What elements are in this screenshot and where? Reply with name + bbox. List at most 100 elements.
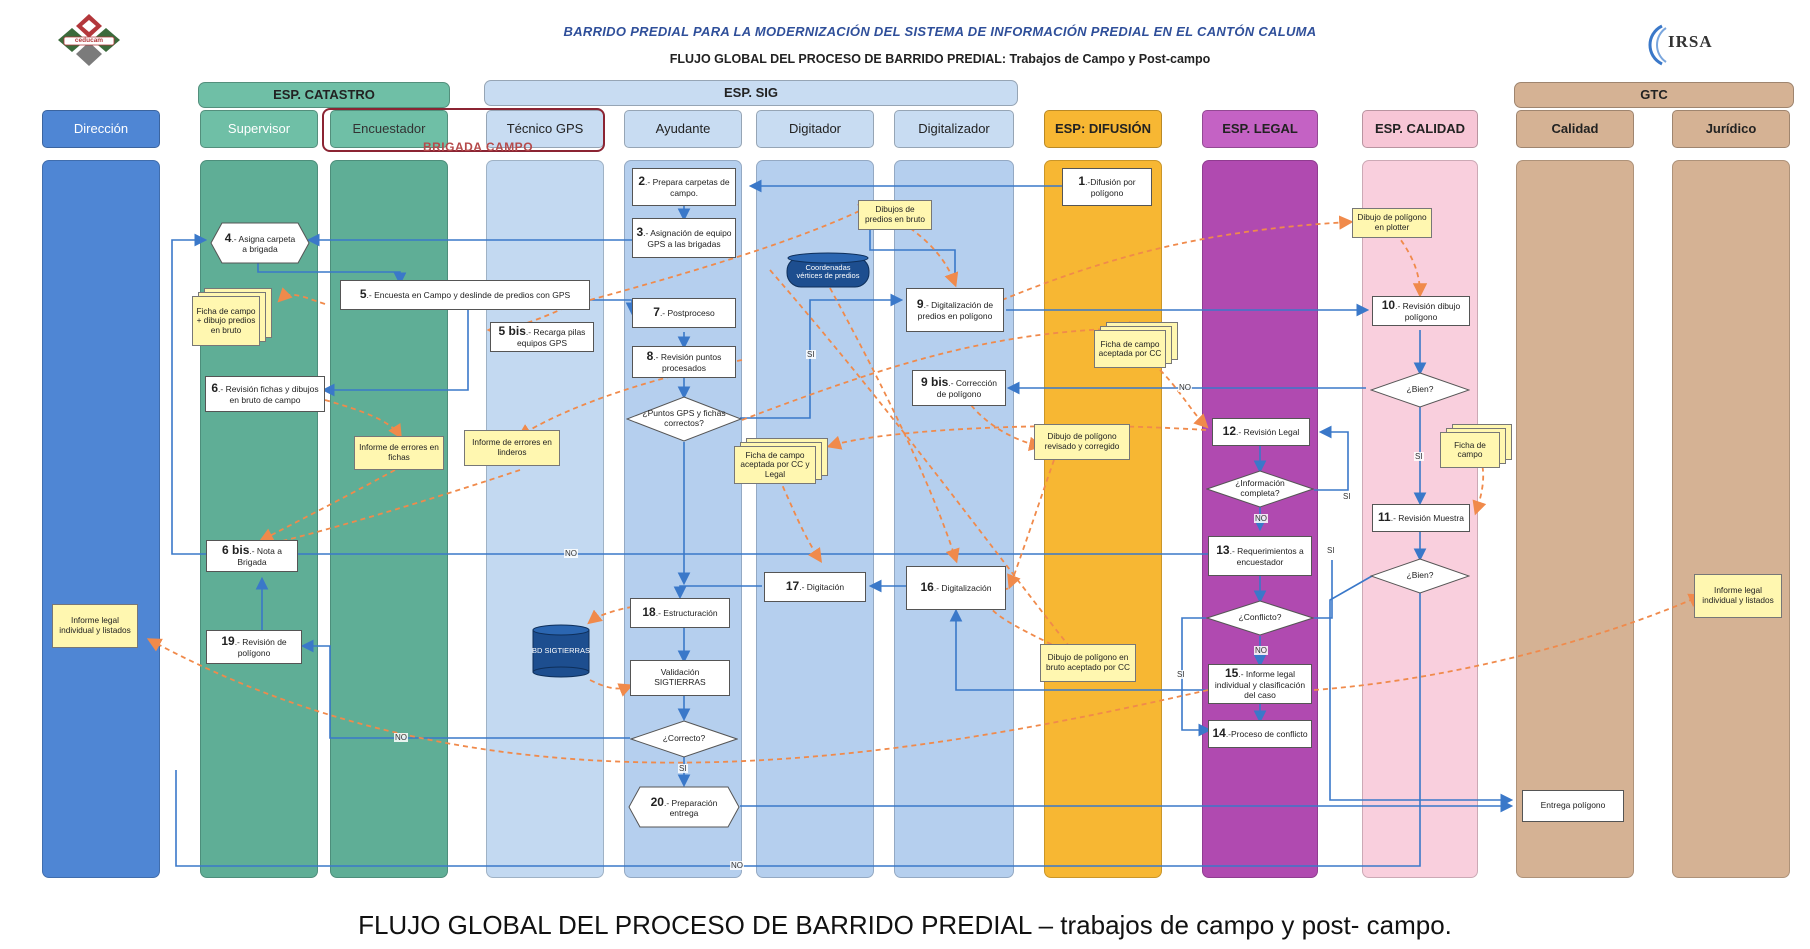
step-3-asignacion-gps: 3.- Asignación de equipo GPS a las briga… — [632, 218, 736, 258]
doc-informe-legal-der-text: Informe legal individual y listados — [1702, 585, 1774, 605]
lane-header-digitalizador: Digitalizador — [894, 110, 1014, 148]
edge-6bis-4 — [171, 233, 232, 555]
step-10-revision-dibujo: 10.- Revisión dibujo polígono — [1372, 296, 1470, 326]
edge-o-coord-bruto — [769, 269, 1083, 663]
step-12-number: 12 — [1222, 424, 1237, 439]
step-16-number: 16 — [920, 580, 934, 595]
step-14-number: 14 — [1212, 726, 1226, 741]
step-5bis-number: 5 bis — [498, 324, 526, 339]
edge-5-6 — [321, 290, 469, 397]
step-4-asigna-carpeta: 4.- Asigna carpeta a brigada — [210, 222, 310, 264]
edge-label-no-info: NO — [1254, 514, 1268, 523]
step-2-number: 2 — [638, 174, 646, 189]
step-6bis-number: 6 bis — [222, 543, 250, 558]
group-sig: ESP. SIG — [484, 80, 1018, 106]
step-6-text: .- Revisión fichas y dibujos en bruto de… — [218, 384, 319, 406]
doc-informe-errores-fichas: Informe de errores en fichas — [354, 436, 444, 470]
edge-o-6-informe — [324, 399, 402, 440]
doc-informe-fichas-text: Informe de errores en fichas — [359, 442, 439, 462]
step-20-preparacion-entrega: 20.- Preparación entrega — [628, 786, 740, 828]
step-1-number: 1 — [1078, 174, 1086, 189]
step-5-encuesta-campo: 5.- Encuesta en Campo y deslinde de pred… — [340, 280, 590, 310]
doc-informe-legal-izq-text: Informe legal individual y listados — [59, 615, 131, 635]
step-2-text: .- Prepara carpetas de campo. — [645, 177, 730, 199]
edge-label-no-19: NO — [394, 733, 408, 742]
doc-ficha-aceptada-cc: Ficha de campo aceptada por CC — [1094, 322, 1178, 368]
step-entrega-text: Entrega polígono — [1540, 800, 1606, 811]
step-19-revision-poligono: 19.- Revisión de polígono — [206, 630, 302, 664]
edge-o-12-fichacclegal — [826, 425, 1207, 450]
edge-label-no-bottom: NO — [730, 861, 744, 870]
decision-bien-2: ¿Bien? — [1370, 558, 1470, 594]
edge-o-9bis-revisado — [965, 397, 1044, 451]
edge-15-16 — [949, 608, 1208, 691]
doc-ficha-cc-text: Ficha de campo aceptada por CC — [1094, 330, 1166, 368]
step-2-prepara-carpetas: 2.- Prepara carpetas de campo. — [632, 168, 736, 206]
step-14-proceso-conflicto: 14.-Proceso de conflicto — [1208, 720, 1312, 748]
decision-puntos-gps: ¿Puntos GPS y fichas correctos? — [626, 396, 742, 442]
step-validacion-text: Validación SIGTIERRAS — [654, 667, 706, 687]
doc-ficha-campo: Ficha de campo — [1440, 424, 1512, 468]
doc-dibujo-revisado-text: Dibujo de polígono revisado y corregido — [1044, 431, 1120, 451]
step-5bis-text: .- Recarga pilas equipos GPS — [516, 327, 586, 349]
decision-informacion-text: ¿Información completa? — [1235, 478, 1285, 498]
lane-header-tecnico-gps: Técnico GPS — [486, 110, 604, 148]
lane-header-direccion: Dirección — [42, 110, 160, 148]
step-15-text: .- Informe legal individual y clasificac… — [1214, 669, 1306, 700]
edge-confl-si — [1314, 560, 1333, 619]
step-6bis-nota-brigada: 6 bis.- Nota a Brigada — [206, 540, 298, 572]
step-8-number: 8 — [646, 349, 654, 364]
step-9-digitalizacion-predios: 9.- Digitalización de predios en polígon… — [906, 288, 1004, 332]
step-3-text: .- Asignación de equipo GPS a las brigad… — [643, 228, 732, 250]
edge-label-si-gps: SI — [806, 350, 816, 359]
step-3-number: 3 — [636, 225, 644, 240]
lane-direccion — [42, 160, 160, 878]
edge-o-fichacc-12 — [1159, 369, 1209, 429]
edge-o-revisado-16 — [1007, 459, 1055, 590]
step-9-text: .- Digitalización de predios en polígono — [917, 300, 994, 322]
lane-juridico — [1672, 160, 1790, 878]
edge-dec-9 — [740, 293, 904, 419]
lane-header-encuestador: Encuestador — [330, 110, 448, 148]
db-bd-text: BD SIGTIERRAS — [532, 645, 590, 655]
step-17-number: 17 — [785, 579, 800, 594]
lane-supervisor — [200, 160, 318, 878]
step-20-text: .- Preparación entrega — [663, 797, 718, 818]
decision-puntos-gps-text: ¿Puntos GPS y fichas correctos? — [642, 408, 726, 428]
edge-o-plotter-10 — [1389, 225, 1428, 298]
step-16-digitalizacion: 16.- Digitalización — [906, 566, 1006, 610]
step-5-number: 5 — [359, 287, 367, 302]
lane-calidad — [1516, 160, 1634, 878]
edge-bottom-loop — [175, 576, 1421, 867]
edge-o-18-bd — [587, 603, 651, 625]
group-catastro: ESP. CATASTRO — [198, 82, 450, 108]
step-17-digitacion: 17.- Digitación — [764, 572, 866, 602]
doc-dibujo-bruto-cc: Dibujo de polígono en bruto aceptado por… — [1040, 644, 1136, 682]
doc-informe-legal-derecha: Informe legal individual y listados — [1694, 574, 1782, 618]
irsa-logo: IRSA — [1640, 20, 1750, 70]
step-19-number: 19 — [221, 634, 235, 649]
decision-conflicto-text: ¿Conflicto? — [1238, 612, 1282, 623]
decision-informacion-completa: ¿Información completa? — [1206, 470, 1314, 508]
title-main: BARRIDO PREDIAL PARA LA MODERNIZACIÓN DE… — [563, 24, 1317, 39]
step-18-text: .- Estructuración — [655, 608, 718, 619]
decision-bien-2-text: ¿Bien? — [1406, 570, 1434, 581]
step-1-difusion: 1.-Difusión por polígono — [1062, 168, 1152, 206]
step-20-number: 20 — [650, 794, 664, 809]
step-11-text: .- Revisión Muestra — [1390, 513, 1464, 524]
step-10-text: .- Revisión dibujo polígono — [1395, 301, 1461, 323]
doc-informe-legal-izquierda: Informe legal individual y listados — [52, 604, 138, 648]
step-13-number: 13 — [1216, 543, 1230, 558]
lane-header-ayudante: Ayudante — [624, 110, 742, 148]
doc-dibujos-bruto-text: Dibujos de predios en bruto — [865, 204, 925, 224]
step-14-text: .-Proceso de conflicto — [1225, 729, 1308, 740]
step-15-number: 15 — [1224, 666, 1239, 681]
decision-conflicto: ¿Conflicto? — [1206, 600, 1314, 636]
step-16-text: .- Digitalización — [933, 583, 992, 594]
step-7-number: 7 — [653, 305, 660, 320]
decision-bien-1-text: ¿Bien? — [1406, 384, 1434, 395]
step-6-number: 6 — [211, 381, 219, 396]
step-9bis-number: 9 bis — [920, 375, 949, 390]
lane-header-difusion: ESP: DIFUSIÓN — [1044, 110, 1162, 148]
